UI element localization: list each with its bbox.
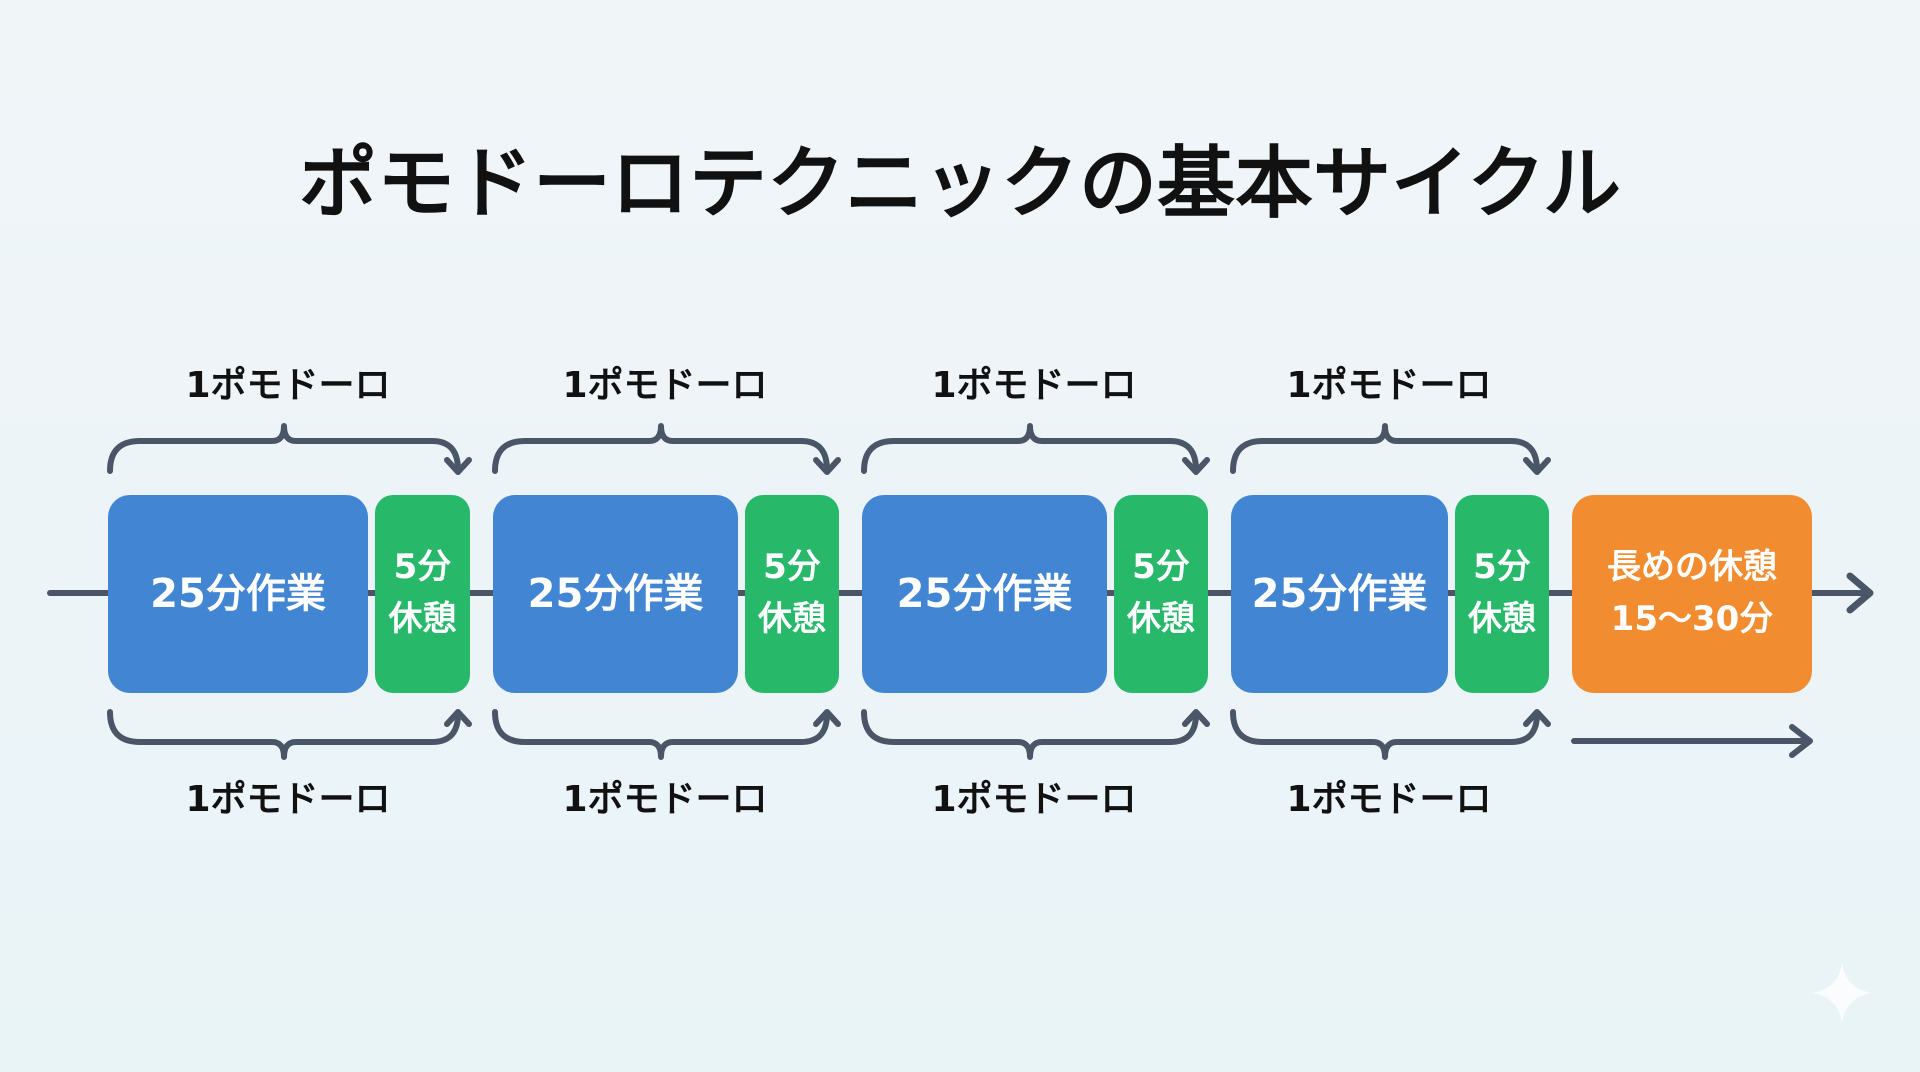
short-break-duration: 5分 xyxy=(394,547,452,587)
pomodoro-label-bottom: 1ポモドーロ xyxy=(931,778,1136,820)
long-break-block: 長めの休憩 15〜30分 xyxy=(1571,495,1813,758)
arrow-up-icon xyxy=(1523,709,1551,727)
arrow-right-icon xyxy=(1846,572,1874,614)
short-break-duration: 5分 xyxy=(763,547,821,587)
arrow-down-icon xyxy=(444,457,472,475)
arrow-up-icon xyxy=(1182,709,1210,727)
pomodoro-label-top: 1ポモドーロ xyxy=(185,364,390,406)
pomodoro-label-top: 1ポモドーロ xyxy=(1286,364,1491,406)
arrow-up-icon xyxy=(444,709,472,727)
work-box xyxy=(108,495,368,693)
top-brace xyxy=(1230,423,1540,474)
work-box xyxy=(493,495,738,693)
top-brace xyxy=(107,423,461,474)
arrow-up-icon xyxy=(813,709,841,727)
short-break-box xyxy=(1114,495,1208,693)
bottom-brace xyxy=(1230,709,1540,760)
arrow-down-icon xyxy=(1182,457,1210,475)
short-break-box xyxy=(375,495,470,693)
arrow-down-icon xyxy=(813,457,841,475)
bottom-brace xyxy=(492,709,830,760)
short-break-label: 休憩 xyxy=(388,599,457,639)
work-label: 25分作業 xyxy=(150,571,326,617)
pomodoro-label-bottom: 1ポモドーロ xyxy=(562,778,767,820)
short-break-box xyxy=(1455,495,1549,693)
short-break-duration: 5分 xyxy=(1132,547,1190,587)
arrow-right-icon xyxy=(1789,724,1813,758)
pomodoro-label-bottom: 1ポモドーロ xyxy=(185,778,390,820)
long-break-duration: 15〜30分 xyxy=(1611,599,1774,639)
short-break-label: 休憩 xyxy=(1126,599,1195,639)
work-label: 25分作業 xyxy=(528,571,704,617)
short-break-label: 休憩 xyxy=(757,599,826,639)
short-break-duration: 5分 xyxy=(1473,547,1531,587)
work-box xyxy=(862,495,1107,693)
short-break-box xyxy=(745,495,839,693)
long-break-box xyxy=(1572,495,1812,693)
sparkle-icon xyxy=(1812,963,1872,1023)
short-break-label: 休憩 xyxy=(1467,599,1536,639)
work-box xyxy=(1231,495,1448,693)
pomodoro-label-top: 1ポモドーロ xyxy=(562,364,767,406)
work-label: 25分作業 xyxy=(1252,571,1428,617)
long-break-label: 長めの休憩 xyxy=(1607,547,1777,587)
top-brace xyxy=(492,423,830,474)
page-title: ポモドーロテクニックの基本サイクル xyxy=(299,139,1621,229)
pomodoro-label-bottom: 1ポモドーロ xyxy=(1286,778,1491,820)
bottom-brace xyxy=(107,709,461,760)
work-label: 25分作業 xyxy=(897,571,1073,617)
arrow-down-icon xyxy=(1523,457,1551,475)
bottom-brace xyxy=(861,709,1199,760)
pomodoro-label-top: 1ポモドーロ xyxy=(931,364,1136,406)
top-brace xyxy=(861,423,1199,474)
